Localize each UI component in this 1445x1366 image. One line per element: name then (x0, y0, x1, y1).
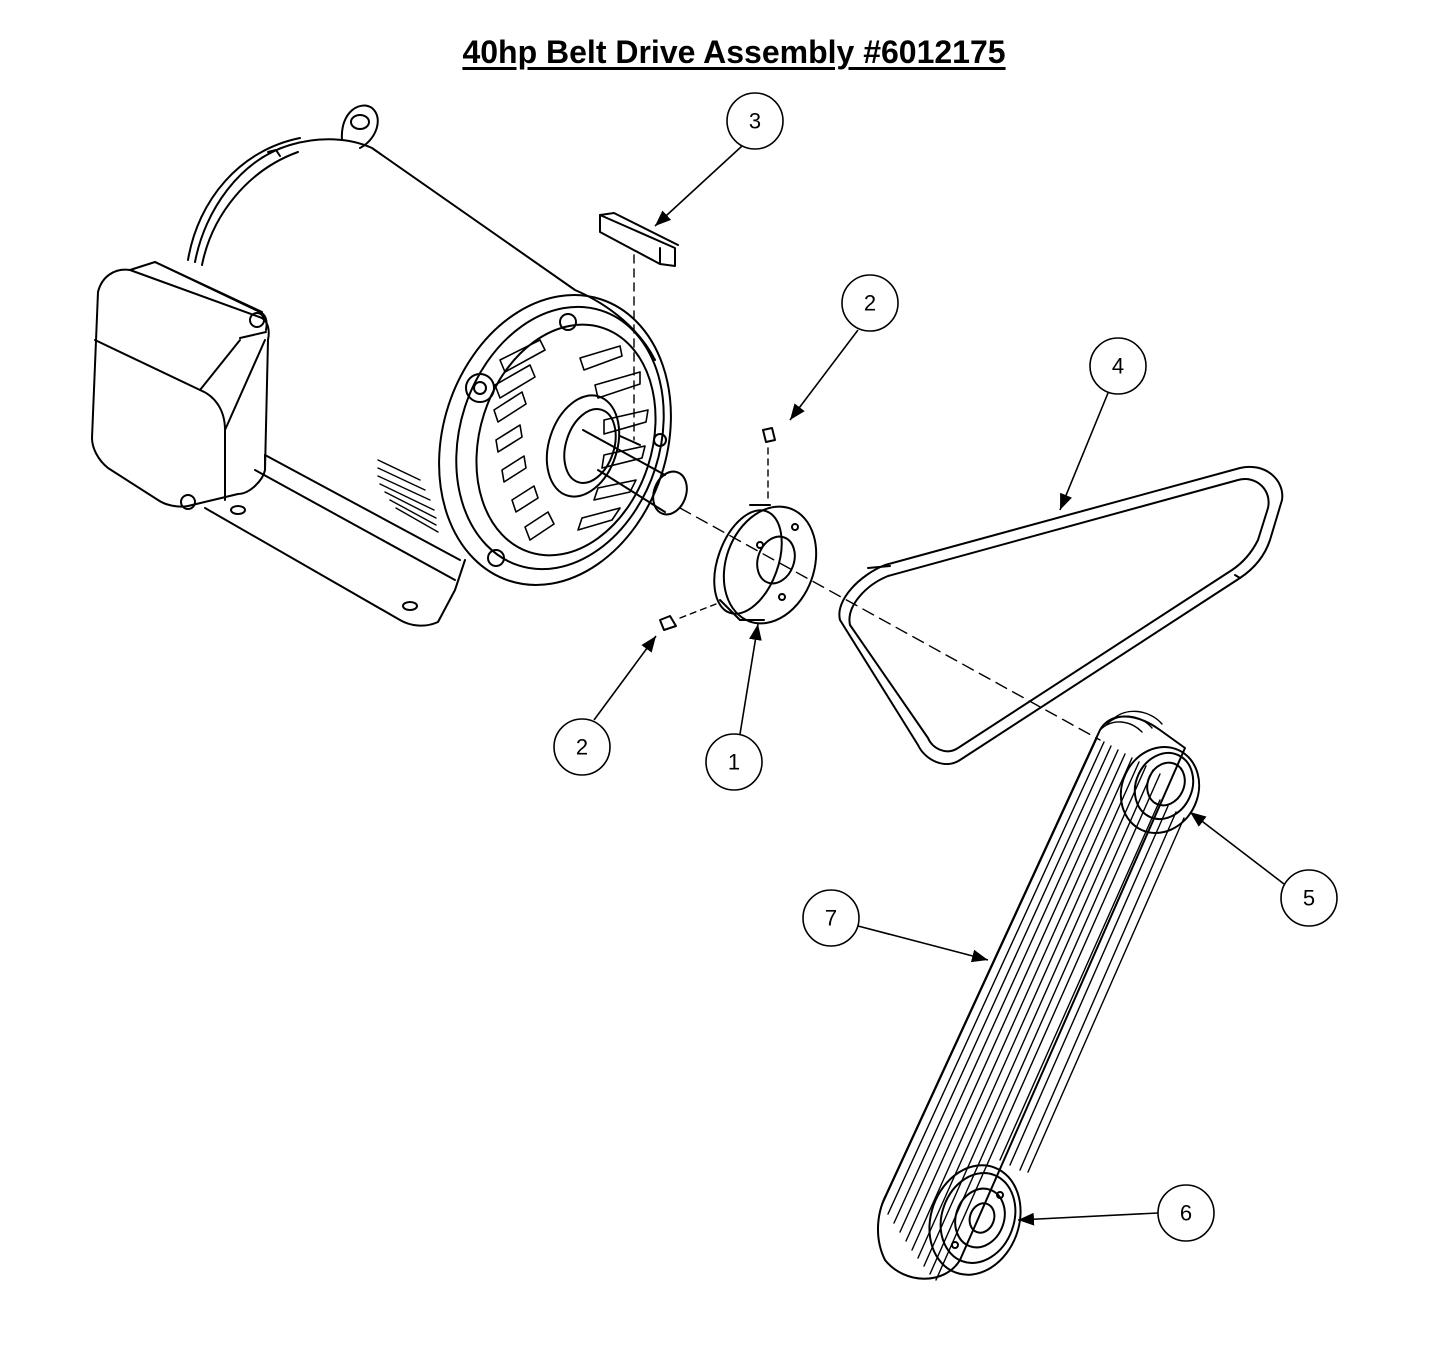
callout-1-bubble (705, 733, 763, 791)
bushing (713, 504, 818, 625)
callout-2-upper-label: 2 (864, 291, 876, 316)
multi-groove-belt (877, 710, 1186, 1281)
callout-5-bubble (1280, 869, 1338, 927)
leader-3 (654, 145, 743, 227)
callout-2-upper-bubble (841, 274, 899, 332)
leader-2-lower (593, 635, 657, 721)
motor (91, 104, 688, 627)
lifting-eye-icon (340, 104, 379, 149)
callout-4-label: 4 (1112, 354, 1124, 379)
callout-2-lower-bubble (553, 718, 611, 776)
leader-4 (1059, 392, 1109, 511)
callout-4-bubble (1089, 337, 1147, 395)
callout-2-lower-label: 2 (576, 735, 588, 760)
motor-base (204, 454, 466, 627)
callout-5-label: 5 (1303, 886, 1315, 911)
callout-1-label: 1 (728, 750, 740, 775)
upper-sheave (1119, 746, 1201, 834)
callout-7-label: 7 (825, 906, 837, 931)
v-belt (838, 465, 1284, 765)
motor-shaft (582, 429, 688, 516)
callout-6-label: 6 (1180, 1201, 1192, 1226)
set-screw-upper (762, 427, 776, 443)
shaft-centerline (679, 507, 1101, 741)
conduit-box (91, 261, 270, 510)
leader-5 (1189, 811, 1285, 885)
callout-3-bubble (726, 92, 784, 150)
end-bell-vents (493, 339, 649, 541)
lower-screw-centerline (679, 603, 717, 619)
shaft-key (599, 212, 679, 267)
leader-6 (1017, 1212, 1159, 1226)
leader-1 (739, 623, 762, 735)
callout-7-bubble (802, 889, 860, 947)
callout-3-label: 3 (749, 109, 761, 134)
callout-6-bubble (1157, 1184, 1215, 1242)
diagram-title: 40hp Belt Drive Assembly #6012175 (462, 34, 1006, 70)
cooling-fins (377, 459, 439, 533)
leader-7 (857, 925, 989, 963)
lower-sheave (928, 1164, 1022, 1276)
set-screw-lower (659, 615, 677, 631)
leader-2-upper (789, 329, 859, 421)
